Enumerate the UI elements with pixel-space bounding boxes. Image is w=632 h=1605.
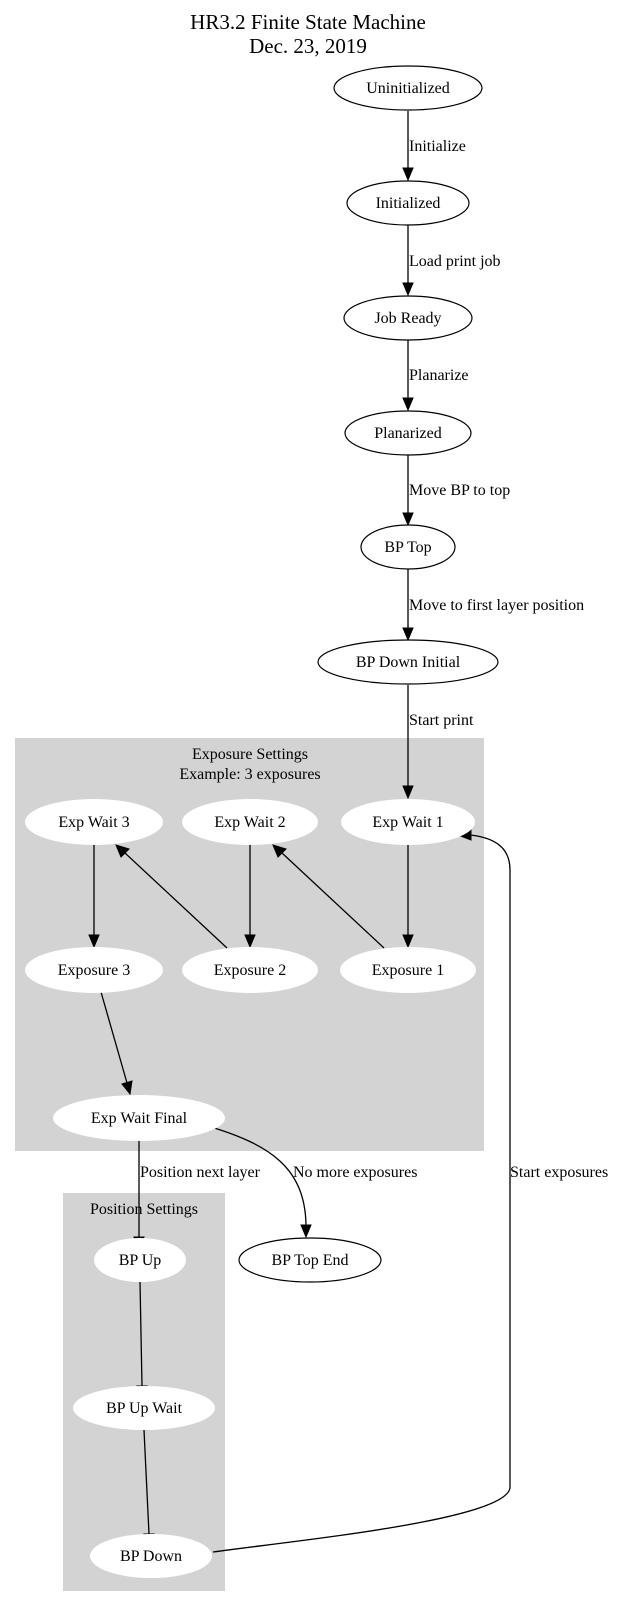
edge-label-position-next-layer: Position next layer bbox=[140, 1164, 261, 1181]
arrowhead bbox=[115, 844, 130, 858]
node-label: Exposure 1 bbox=[372, 962, 444, 979]
arrowhead bbox=[402, 282, 414, 297]
edge-label-start-print: Start print bbox=[409, 712, 474, 729]
edge-label-initialize: Initialize bbox=[409, 138, 466, 155]
node-bp-down: BP Down bbox=[90, 1534, 212, 1578]
node-initialized: Initialized bbox=[346, 180, 470, 226]
edge-label-move-bp-to-top: Move BP to top bbox=[409, 482, 510, 499]
arrowhead bbox=[402, 627, 414, 642]
node-job-ready: Job Ready bbox=[343, 295, 473, 341]
node-bp-top-end: BP Top End bbox=[238, 1237, 382, 1283]
node-label: Exp Wait 1 bbox=[372, 814, 443, 831]
arrowhead bbox=[244, 934, 256, 949]
node-label: BP Down bbox=[120, 1548, 182, 1565]
node-uninitialized: Uninitialized bbox=[333, 65, 483, 111]
arrowhead bbox=[272, 844, 287, 858]
node-exposure-1: Exposure 1 bbox=[340, 947, 476, 993]
node-label: BP Down Initial bbox=[356, 654, 461, 671]
node-planarized: Planarized bbox=[344, 410, 472, 456]
arrowhead bbox=[402, 512, 414, 527]
arrowhead bbox=[121, 1080, 133, 1096]
node-label: BP Top bbox=[384, 539, 431, 556]
node-label: Exposure 2 bbox=[214, 962, 286, 979]
arrowhead bbox=[402, 167, 414, 182]
node-bp-up-wait: BP Up Wait bbox=[73, 1386, 215, 1430]
node-bp-down-initial: BP Down Initial bbox=[317, 639, 499, 685]
node-label: BP Top End bbox=[271, 1252, 348, 1269]
node-exp-wait-2: Exp Wait 2 bbox=[182, 799, 318, 845]
edge-start-exposures bbox=[212, 834, 511, 1553]
cluster-exposure-title: Exposure Settings bbox=[192, 746, 308, 763]
node-label: Initialized bbox=[376, 195, 441, 212]
edge-exposure-1-to-exp-wait-2 bbox=[281, 852, 385, 949]
cluster-exposure-subtitle: Example: 3 exposures bbox=[179, 766, 320, 783]
node-label: Job Ready bbox=[374, 310, 441, 327]
node-label: BP Up bbox=[119, 1252, 162, 1269]
edge-label-no-more-exposures: No more exposures bbox=[293, 1164, 417, 1181]
arrowhead bbox=[402, 934, 414, 949]
edge-label-move-to-first-layer: Move to first layer position bbox=[409, 597, 584, 614]
node-exposure-3: Exposure 3 bbox=[25, 947, 163, 993]
cluster-position-title: Position Settings bbox=[90, 1201, 198, 1218]
arrowhead bbox=[402, 397, 414, 412]
node-label: Uninitialized bbox=[366, 80, 450, 97]
edge-label-load-print-job: Load print job bbox=[409, 253, 501, 270]
node-exp-wait-1: Exp Wait 1 bbox=[341, 799, 475, 845]
edge-label-planarize: Planarize bbox=[409, 367, 469, 384]
arrowhead bbox=[88, 934, 100, 949]
node-label: Exp Wait 2 bbox=[214, 814, 285, 831]
node-label: Exp Wait Final bbox=[91, 1110, 188, 1127]
node-label: Planarized bbox=[374, 425, 442, 442]
node-bp-top: BP Top bbox=[360, 524, 456, 570]
node-bp-up: BP Up bbox=[94, 1238, 186, 1282]
node-label: BP Up Wait bbox=[106, 1400, 183, 1417]
arrowhead bbox=[300, 1224, 312, 1239]
node-exp-wait-3: Exp Wait 3 bbox=[25, 799, 163, 845]
node-label: Exp Wait 3 bbox=[58, 814, 129, 831]
edge-bp-up-to-bp-up-wait bbox=[139, 1281, 143, 1387]
diagram-date: Dec. 23, 2019 bbox=[249, 34, 367, 58]
edge-exposure-2-to-exp-wait-3 bbox=[124, 852, 228, 949]
diagram-title: HR3.2 Finite State Machine bbox=[190, 10, 426, 34]
edge-exposure-3-to-exp-wait-final bbox=[100, 991, 128, 1084]
node-label: Exposure 3 bbox=[58, 962, 130, 979]
edge-label-start-exposures: Start exposures bbox=[510, 1164, 608, 1181]
edge-no-more-exposures bbox=[210, 1126, 307, 1226]
arrowhead bbox=[402, 785, 414, 800]
edge-bp-up-wait-to-bp-down bbox=[143, 1429, 150, 1535]
node-exposure-2: Exposure 2 bbox=[182, 947, 318, 993]
node-exp-wait-final: Exp Wait Final bbox=[53, 1095, 225, 1141]
